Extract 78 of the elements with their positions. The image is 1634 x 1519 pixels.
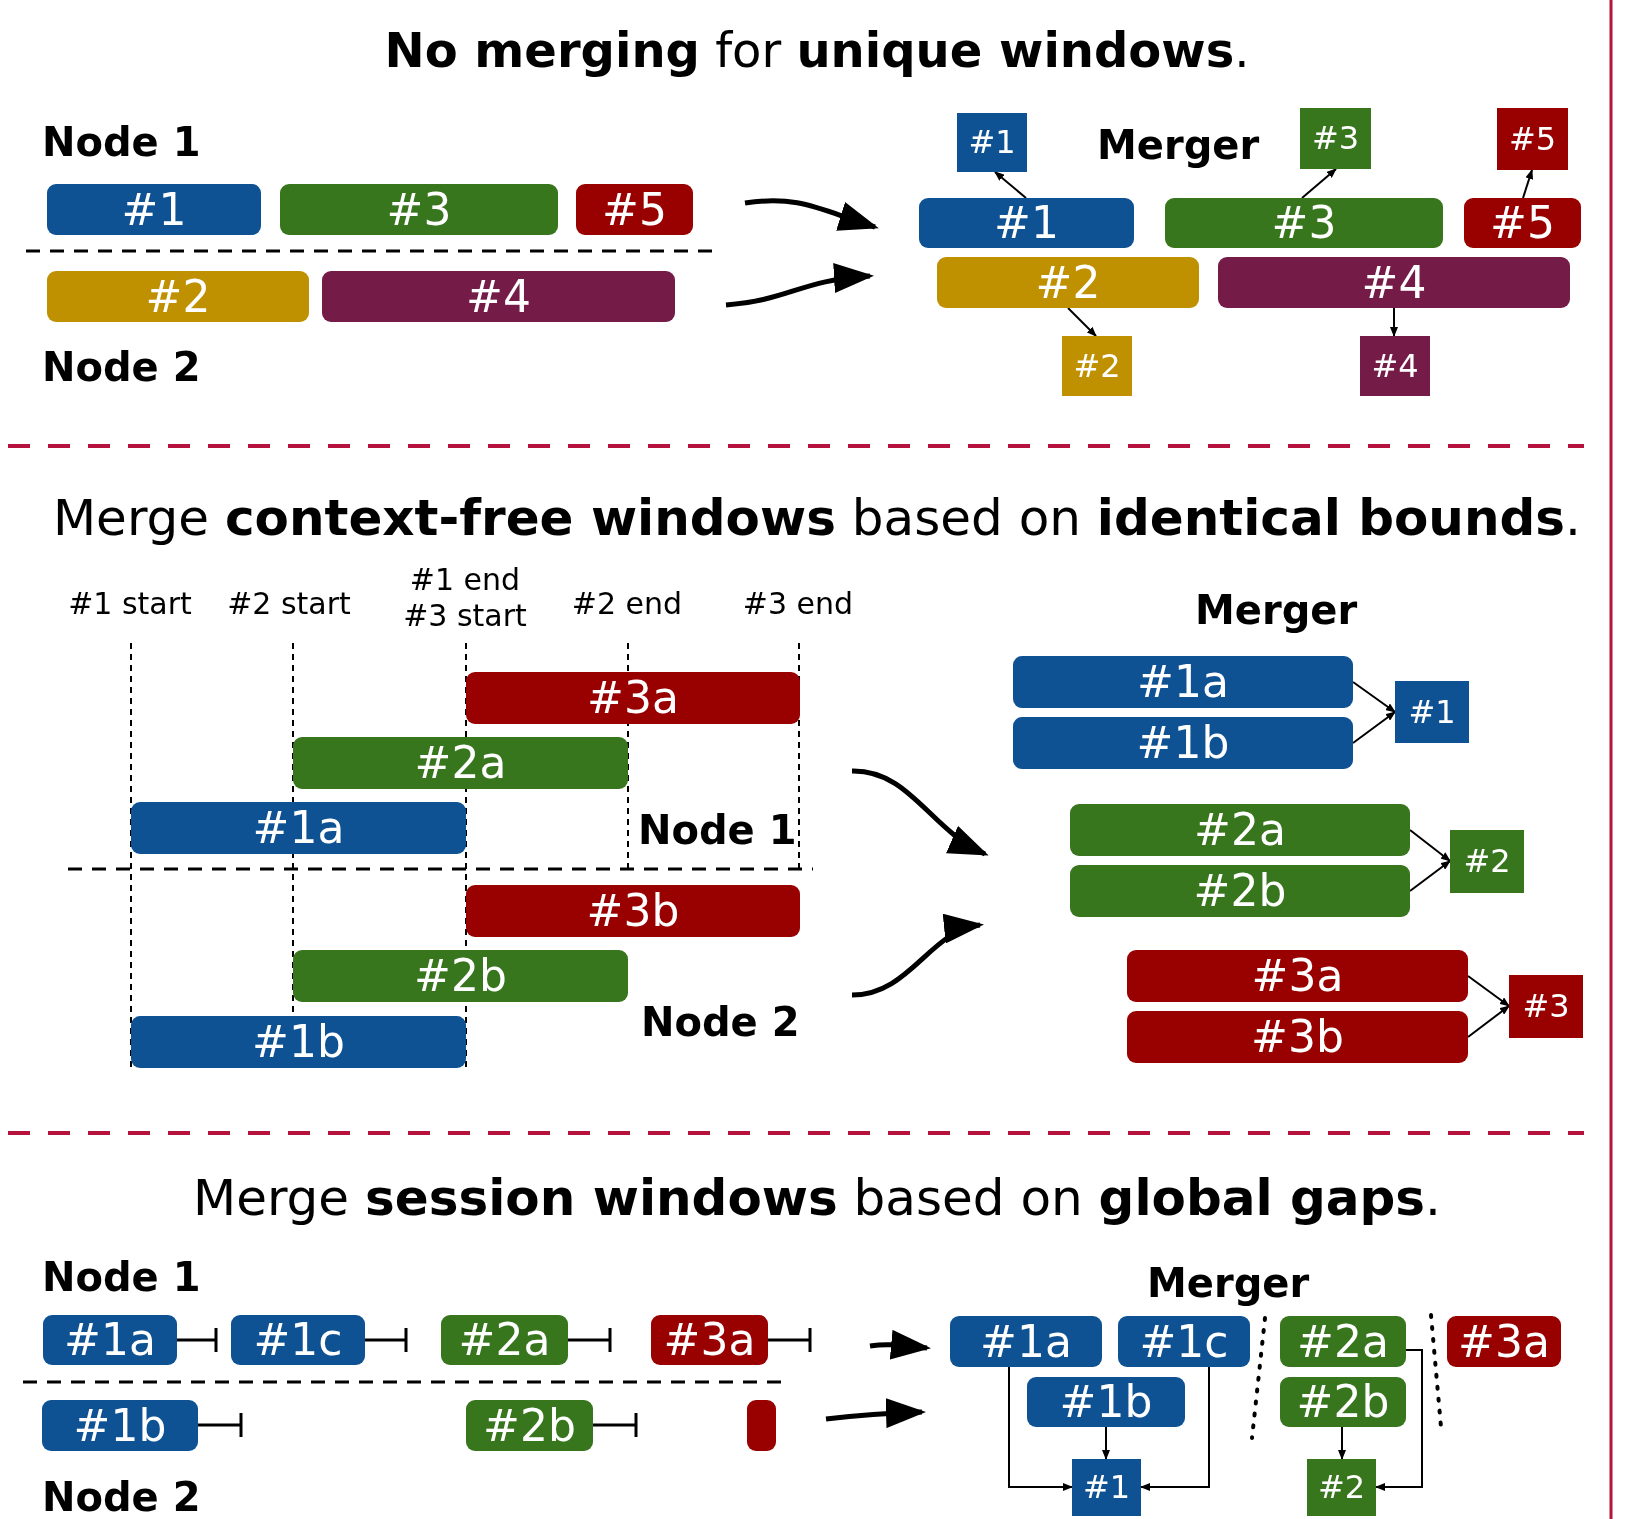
boundary-label: #1 start bbox=[67, 586, 193, 622]
arrow bbox=[1467, 1005, 1510, 1038]
node-label: Node 2 bbox=[42, 1473, 201, 1519]
boundary-label: #2 end bbox=[570, 586, 684, 622]
window-bar: #5 bbox=[1464, 198, 1581, 248]
window-bar: #1a bbox=[1013, 656, 1353, 708]
window-bar: #2b bbox=[466, 1400, 593, 1451]
arrow bbox=[1067, 307, 1097, 337]
window-bar: #1a bbox=[43, 1315, 177, 1365]
window-bar: #2a bbox=[1070, 804, 1410, 856]
arrow bbox=[1375, 1349, 1423, 1491]
arrow bbox=[994, 171, 1027, 199]
result-box: #3 bbox=[1300, 108, 1371, 169]
window-bar: #1 bbox=[47, 184, 261, 235]
result-box: #4 bbox=[1360, 336, 1430, 396]
boundary-label: #1 end #3 start bbox=[402, 562, 528, 634]
arrow bbox=[1409, 860, 1451, 892]
section-heading: Merge context-free windows based on identical bounds. bbox=[53, 488, 1581, 548]
window-bar: #2a bbox=[1280, 1316, 1406, 1367]
node-label: Node 2 bbox=[42, 343, 201, 391]
window-bar: #2a bbox=[441, 1315, 568, 1365]
arrow bbox=[1301, 168, 1337, 199]
result-box: #2 bbox=[1307, 1459, 1376, 1516]
window-bar: #2a bbox=[293, 737, 628, 789]
section-heading: No merging for unique windows. bbox=[384, 22, 1250, 80]
result-box: #5 bbox=[1497, 108, 1568, 170]
window-bar: #1b bbox=[1013, 717, 1353, 769]
window-bar: #1b bbox=[42, 1400, 198, 1451]
window-bar: #1b bbox=[1027, 1377, 1185, 1427]
result-box: #3 bbox=[1509, 975, 1583, 1038]
window-bar: #1 bbox=[919, 198, 1134, 248]
window-bar: #4 bbox=[322, 271, 675, 322]
window-bar: #3b bbox=[466, 885, 800, 937]
arrow bbox=[1338, 1426, 1346, 1460]
node-label: Node 1 bbox=[42, 118, 201, 166]
result-box: #1 bbox=[1072, 1459, 1141, 1516]
section-heading: Merge session windows based on global gaps. bbox=[193, 1168, 1441, 1228]
result-box: #1 bbox=[957, 113, 1027, 172]
window-bar: #3b bbox=[1127, 1011, 1468, 1063]
boundary-label: #2 start bbox=[226, 586, 352, 622]
window-bar: #3a bbox=[651, 1315, 768, 1365]
boundary-label: #3 end bbox=[741, 586, 855, 622]
merger-label: Merger bbox=[1097, 121, 1260, 169]
window-bar: #3a bbox=[1127, 950, 1468, 1002]
result-box: #2 bbox=[1450, 830, 1524, 893]
window-bar: #3a bbox=[1447, 1316, 1561, 1367]
window-bar: #1a bbox=[131, 802, 466, 854]
window-bar bbox=[747, 1400, 776, 1451]
window-bar: #4 bbox=[1218, 257, 1570, 308]
arrow bbox=[1467, 975, 1510, 1007]
arrow bbox=[1352, 711, 1396, 744]
arrow bbox=[1522, 169, 1534, 199]
window-bar: #1a bbox=[950, 1316, 1102, 1367]
window-bar: #2b bbox=[1070, 865, 1410, 917]
window-bar: #2b bbox=[293, 950, 628, 1002]
window-bar: #2 bbox=[937, 257, 1199, 308]
window-bar: #3 bbox=[1165, 198, 1443, 248]
node-label: Node 2 bbox=[641, 998, 800, 1046]
window-bar: #2 bbox=[47, 271, 309, 322]
node-label: Node 1 bbox=[638, 806, 797, 854]
window-bar: #1c bbox=[231, 1315, 365, 1365]
arrow bbox=[1140, 1366, 1210, 1491]
window-bar: #3 bbox=[280, 184, 558, 235]
window-bar: #3a bbox=[466, 672, 800, 724]
window-bar: #1c bbox=[1118, 1316, 1250, 1367]
arrow bbox=[1409, 829, 1451, 862]
arrow bbox=[1390, 307, 1398, 337]
window-bar: #1b bbox=[131, 1016, 466, 1068]
merger-label: Merger bbox=[1147, 1259, 1310, 1307]
result-box: #1 bbox=[1395, 681, 1469, 743]
merger-label: Merger bbox=[1195, 586, 1358, 634]
result-box: #2 bbox=[1062, 336, 1132, 396]
window-bar: #5 bbox=[576, 184, 693, 235]
arrow bbox=[1008, 1366, 1073, 1491]
arrow bbox=[1352, 681, 1396, 713]
node-label: Node 1 bbox=[42, 1253, 201, 1301]
window-bar: #2b bbox=[1280, 1377, 1406, 1427]
arrow bbox=[1102, 1426, 1110, 1460]
